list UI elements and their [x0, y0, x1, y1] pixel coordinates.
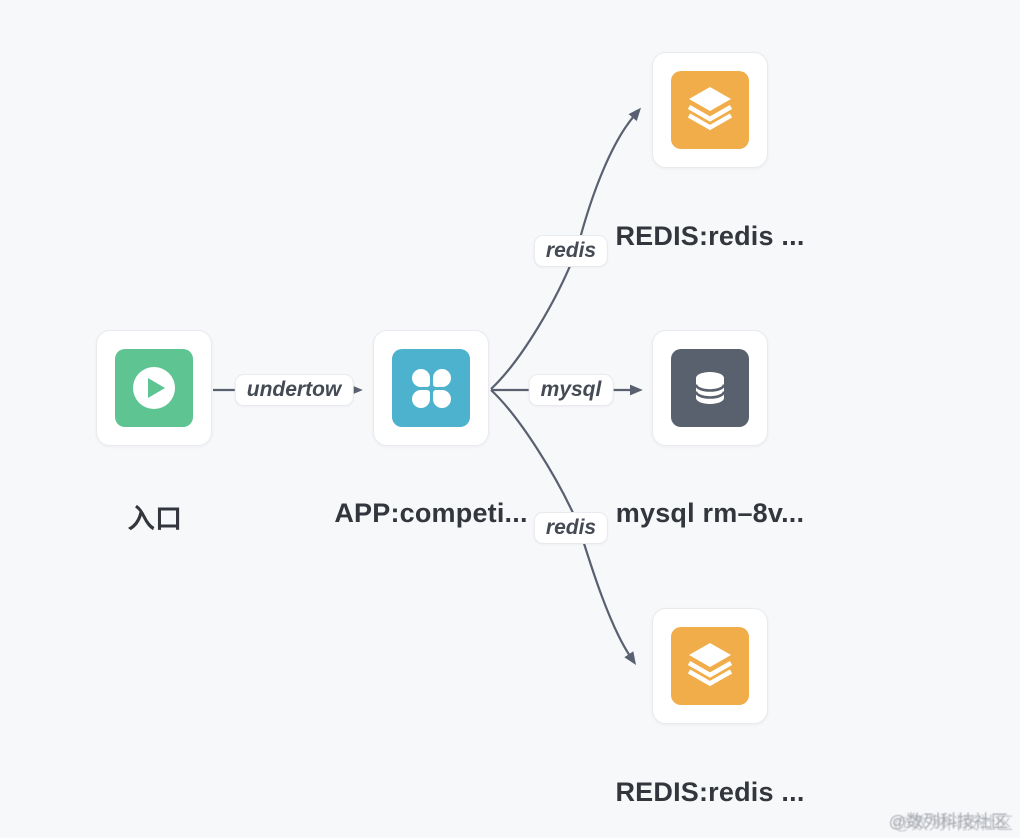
layers-icon — [671, 71, 749, 149]
database-icon — [671, 349, 749, 427]
edge-pill-redis-bottom[interactable]: redis — [533, 512, 609, 544]
node-entry[interactable] — [96, 330, 212, 446]
node-redis-top[interactable] — [652, 52, 768, 168]
node-label-entry: 入口 — [127, 504, 183, 534]
node-app[interactable] — [373, 330, 489, 446]
edge-pill-undertow[interactable]: undertow — [234, 374, 354, 406]
node-label-redis-top: REDIS:redis ... — [615, 221, 805, 251]
node-redis-bottom[interactable] — [652, 608, 768, 724]
layers-icon — [671, 627, 749, 705]
watermark-text-shadow: @数列科技社区 — [893, 814, 1013, 833]
play-icon — [115, 349, 193, 427]
node-label-mysql: mysql rm–8v... — [615, 498, 805, 528]
clover-icon — [392, 349, 470, 427]
edge-pill-mysql[interactable]: mysql — [528, 374, 614, 406]
watermark: @数列科技社区 @数列科技社区 — [888, 807, 1013, 833]
node-mysql[interactable] — [652, 330, 768, 446]
watermark-text: @数列科技社区 — [888, 812, 1008, 831]
edge-pill-redis-top[interactable]: redis — [533, 235, 609, 267]
node-label-app: APP:competi... — [334, 498, 528, 528]
node-label-redis-bottom: REDIS:redis ... — [615, 777, 805, 807]
